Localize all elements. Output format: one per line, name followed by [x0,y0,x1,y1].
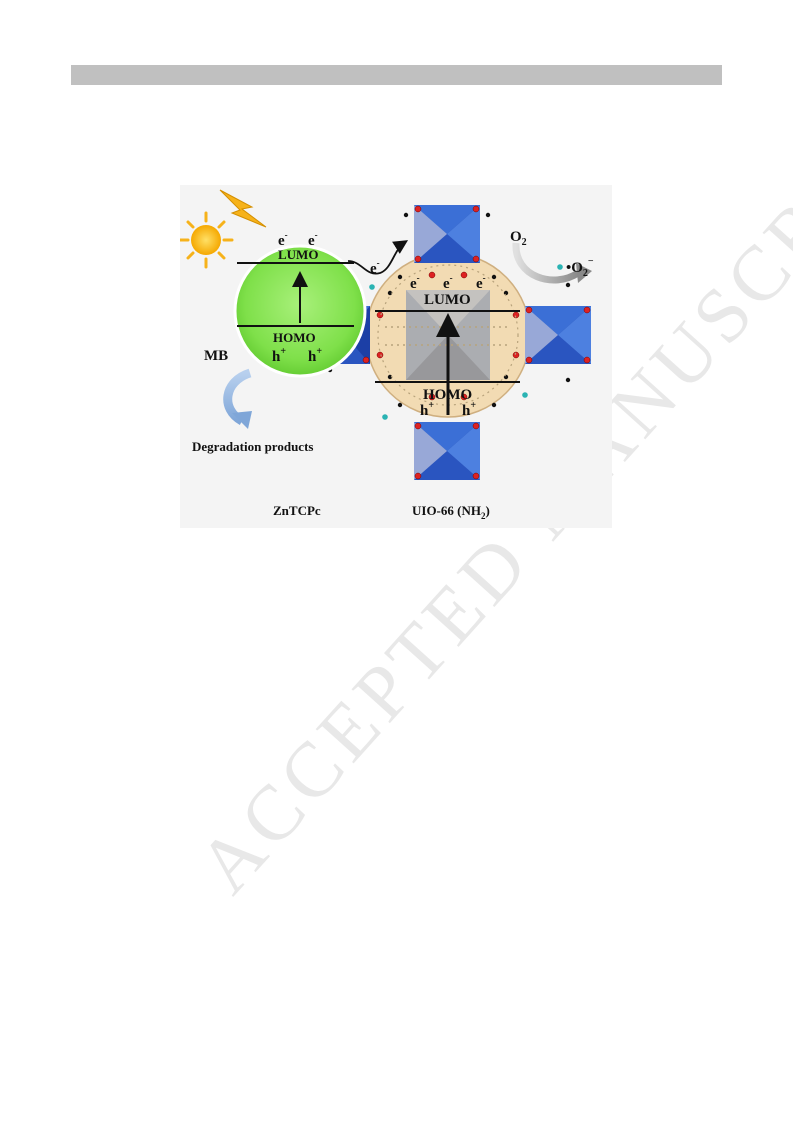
zntcpc-electron-2: e- [308,230,318,249]
superoxide-label: •O2− [566,256,594,279]
oxygen-reduction-arrowhead [576,263,592,283]
cluster-top [414,205,480,263]
uio-electron-1: e- [410,273,420,292]
uio-caption: UIO-66 (NH2) [412,503,490,521]
o2-label: O2 [510,229,527,248]
oxygen-reduction-arrow [512,242,580,284]
figure-svg: e- e- LUMO HOMO h+ h+ e- e- e- e- LUMO H… [180,185,612,528]
header-bar [71,65,722,85]
electron-transfer-arrow [347,240,409,275]
zntcpc-homo-label: HOMO [273,330,316,345]
degradation-arrowhead [232,411,252,429]
uio-hole-2: h+ [462,400,476,419]
zntcpc-electron-1: e- [278,230,288,249]
uio-homo-label: HOMO [423,387,472,403]
mb-label: MB [204,348,228,364]
zntcpc-caption: ZnTCPc [273,503,321,518]
zntcpc-hole-2: h+ [308,346,322,365]
uio-lumo-label: LUMO [424,292,471,308]
uio-hole-1: h+ [420,400,434,419]
transfer-electron-label: e- [370,258,380,277]
cluster-right [525,306,591,364]
uio-electron-3: e- [476,273,486,292]
cluster-bottom [414,422,480,480]
uio-electron-2: e- [443,273,453,292]
figure: e- e- LUMO HOMO h+ h+ e- e- e- e- LUMO H… [180,185,612,528]
amine-groups [369,264,563,420]
carbon-atoms [327,212,571,408]
lightning-icon [219,189,267,228]
sun-icon [180,211,234,269]
zntcpc-hole-1: h+ [272,346,286,365]
degradation-products-label: Degradation products [192,439,313,454]
zntcpc-lumo-label: LUMO [278,247,318,262]
